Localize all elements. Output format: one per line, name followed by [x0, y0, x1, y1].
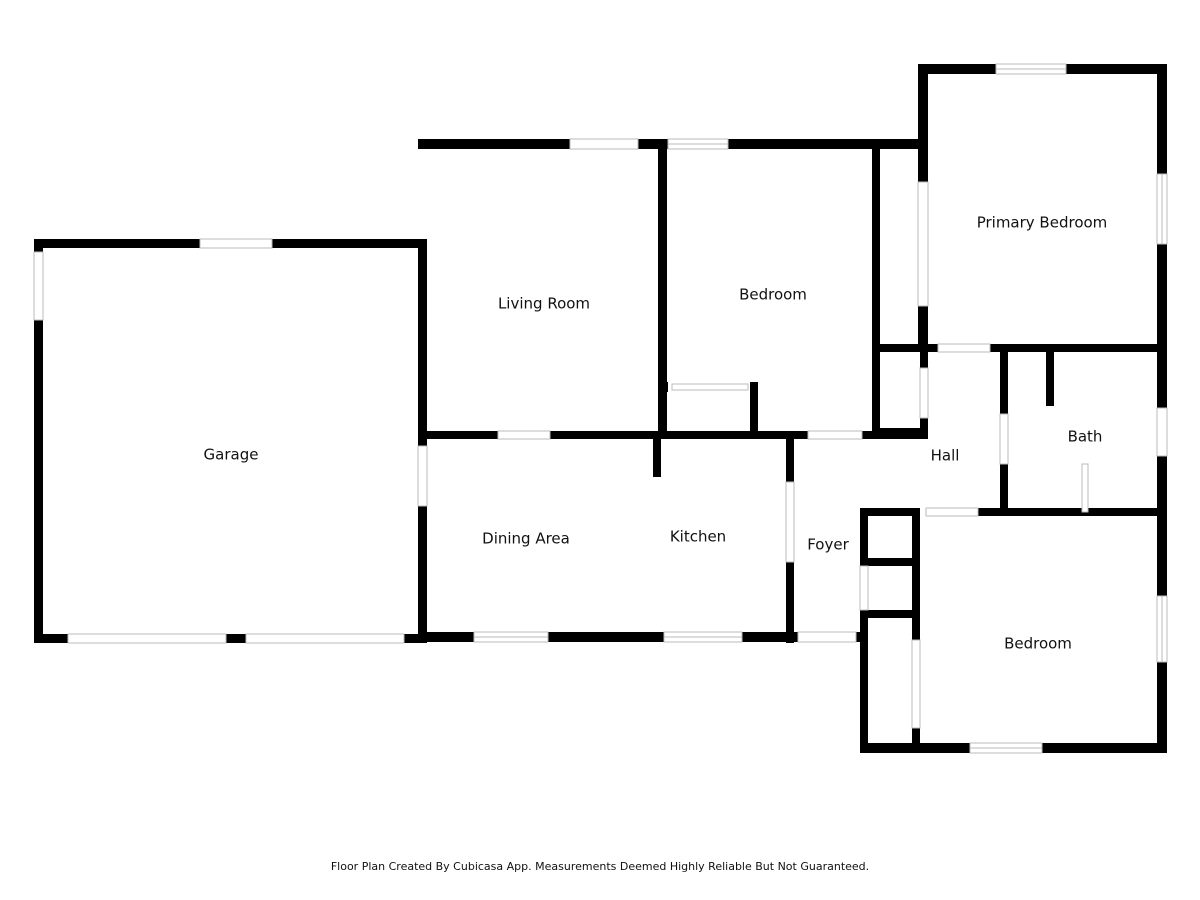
wall: [658, 139, 667, 435]
wall: [418, 239, 427, 643]
footer-disclaimer: Floor Plan Created By Cubicasa App. Meas…: [330, 860, 870, 873]
window: [569, 138, 639, 150]
room-label-hall: Hall: [931, 447, 960, 465]
door-opening: [807, 430, 863, 440]
shower-divider: [1081, 463, 1089, 513]
wall: [860, 558, 920, 566]
garage-door: [245, 633, 405, 644]
closet-door: [919, 367, 929, 419]
wall: [912, 508, 920, 753]
wall: [860, 508, 868, 753]
wall: [418, 431, 928, 439]
wall: [872, 344, 880, 436]
room-label-living-room: Living Room: [498, 295, 590, 313]
closet-door: [917, 181, 929, 307]
wall: [978, 508, 1167, 516]
wall: [653, 431, 661, 477]
room-label-foyer: Foyer: [807, 536, 849, 554]
wall: [872, 344, 1167, 352]
closet-door: [859, 565, 869, 611]
door-opening: [999, 413, 1009, 465]
wall: [860, 610, 920, 618]
room-label-bath: Bath: [1068, 428, 1103, 446]
room-label-bedroom: Bedroom: [739, 286, 807, 304]
wall: [872, 139, 880, 435]
closet-door: [911, 639, 921, 729]
room-label-primary-bedroom: Primary Bedroom: [977, 214, 1108, 232]
door-opening: [925, 507, 979, 517]
door-opening: [497, 430, 551, 440]
walls: [34, 64, 1167, 753]
wall: [34, 634, 424, 643]
door-opening: [417, 445, 428, 507]
garage-door: [67, 633, 227, 644]
room-label-bedroom-2: Bedroom: [1004, 635, 1072, 653]
wall: [1046, 344, 1054, 406]
openings: [33, 63, 1168, 754]
room-label-garage: Garage: [204, 446, 259, 464]
wall: [664, 382, 668, 392]
wall: [860, 508, 920, 516]
wall: [872, 428, 928, 436]
front-door: [797, 631, 857, 643]
wall: [418, 632, 866, 642]
window: [1156, 407, 1168, 457]
room-labels: Garage Living Room Bedroom Primary Bedro…: [204, 214, 1108, 653]
room-label-kitchen: Kitchen: [670, 528, 726, 546]
wall: [750, 382, 758, 435]
window: [33, 251, 44, 321]
door-opening: [937, 343, 991, 353]
door-opening: [785, 481, 795, 563]
closet-door: [671, 383, 749, 391]
wall: [34, 239, 43, 643]
room-label-dining-area: Dining Area: [482, 530, 570, 548]
window: [199, 238, 273, 249]
